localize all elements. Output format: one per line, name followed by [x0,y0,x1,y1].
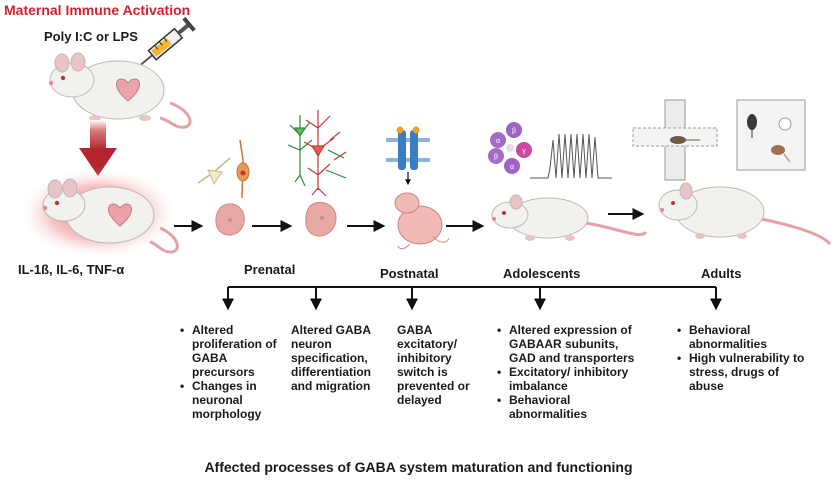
syringe-icon [136,16,196,69]
subunit-label: β [494,154,498,161]
stage-label-adults: Adults [701,266,742,281]
outcome-prenatal-late: Altered GABA neuron specification, diffe… [291,323,371,393]
outcome-bracket [222,286,722,311]
subunit-label: α [510,164,514,171]
timeline-arrows [174,208,645,232]
outcome-adolescents: Altered expression of GABAAR subunits, G… [496,323,641,421]
outcome-item: High vulnerability to stress, drugs of a… [676,351,806,393]
pregnant-mouse-icon [48,52,192,129]
inducer-label: Poly I:C or LPS [44,29,138,44]
gabaa-receptor-icon [488,122,532,174]
stage-label-adolescents: Adolescents [503,266,581,281]
outcome-item: Behavioral abnormalities [676,323,806,351]
subunit-label: γ [522,148,526,155]
spike-trace-icon [530,133,612,179]
adolescent-mouse-icon [491,194,648,241]
outcome-item: Changes in neuronal morphology [179,379,289,421]
figure-title: Maternal Immune Activation [4,2,191,18]
subunit-label: β [512,128,516,135]
adult-mouse-icon [658,182,832,246]
figure-footer: Affected processes of GABA system matura… [204,459,633,475]
outcome-item: Excitatory/ inhibitory imbalance [496,365,641,393]
neuron-icon [197,139,250,199]
open-field-icon [736,99,806,171]
outcome-adults: Behavioral abnormalities High vulnerabil… [676,323,806,393]
newborn-pup-icon [394,192,450,250]
embryo-icon [305,202,337,237]
outcome-item: Altered expression of GABAAR subunits, G… [496,323,641,365]
cytokines-label: IL-1ß, IL-6, TNF-α [18,262,125,277]
neuron-tree-icon [287,110,347,197]
activation-arrow [79,120,117,176]
outcome-prenatal-early: Altered proliferation of GABA precursors… [179,323,289,421]
stage-label-postnatal: Postnatal [380,266,439,281]
stage-label-prenatal: Prenatal [244,262,296,277]
outcome-postnatal: GABA excitatory/ inhibitory switch is pr… [397,323,470,407]
plus-maze-icon [632,99,718,181]
receptor-subunit-labels: α β α β γ [494,128,526,171]
outcome-item: Behavioral abnormalities [496,393,641,421]
embryo-icon [215,203,245,236]
outcome-item: Altered proliferation of GABA precursors [179,323,289,379]
ion-channel-icon [386,126,430,186]
inflamed-mouse-icon [18,167,179,259]
subunit-label: α [496,138,500,145]
